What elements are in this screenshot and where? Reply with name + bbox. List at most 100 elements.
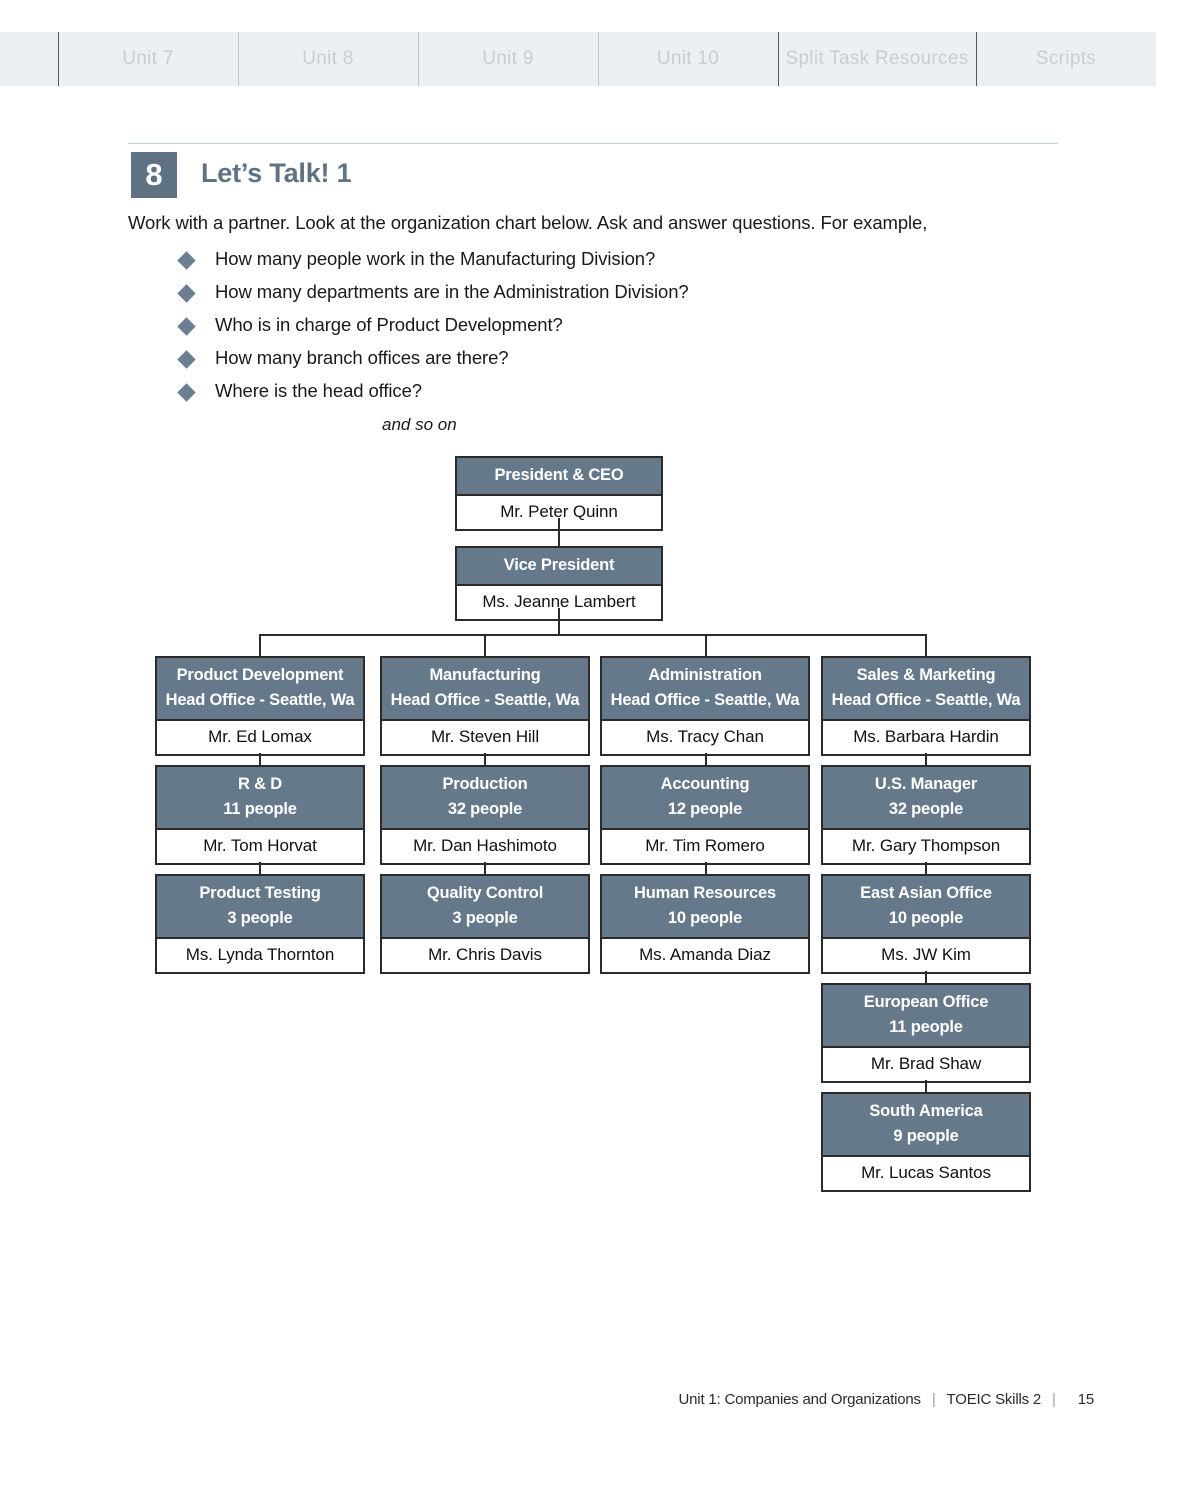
- org-node-european-office-sub: 11 people: [889, 1017, 963, 1036]
- org-node-product-development-title: Product Development: [176, 666, 344, 684]
- section-number-badge: 8: [131, 152, 177, 198]
- connector-administration-accounting: [705, 753, 707, 765]
- org-node-product-testing-title: Product Testing: [199, 884, 321, 902]
- org-node-sales-marketing-header: Sales & Marketing Head Office - Seattle,…: [823, 658, 1029, 721]
- org-node-european-office-name: Mr. Brad Shaw: [823, 1047, 1029, 1081]
- org-node-sales-marketing-name: Ms. Barbara Hardin: [823, 720, 1029, 754]
- org-node-rnd-header: R & D 11 people: [157, 767, 363, 830]
- org-node-accounting-header: Accounting 12 people: [602, 767, 808, 830]
- list-item-label: Who is in charge of Product Development?: [215, 314, 563, 335]
- tab-divider-icon: [976, 32, 977, 86]
- org-node-accounting-name: Mr. Tim Romero: [602, 829, 808, 863]
- org-node-south-america-title: South America: [869, 1102, 983, 1120]
- org-node-european-office-title: European Office: [863, 993, 989, 1011]
- page-footer: Unit 1: Companies and Organizations | TO…: [679, 1391, 1095, 1408]
- list-item-label: How many branch offices are there?: [215, 347, 509, 368]
- tab-scripts[interactable]: Scripts: [976, 32, 1156, 86]
- org-node-rnd-title: R & D: [238, 775, 282, 793]
- org-node-human-resources-sub: 10 people: [667, 908, 743, 927]
- org-node-us-manager-header: U.S. Manager 32 people: [823, 767, 1029, 830]
- footer-page-number: 15: [1077, 1391, 1095, 1408]
- org-node-south-america: South America 9 people Mr. Lucas Santos: [821, 1092, 1031, 1192]
- org-node-rnd-sub: 11 people: [223, 799, 297, 818]
- tab-unit-8-label: Unit 8: [302, 48, 354, 69]
- org-node-human-resources: Human Resources 10 people Ms. Amanda Dia…: [600, 874, 810, 974]
- org-node-quality-control-title: Quality Control: [426, 884, 544, 902]
- tab-divider-icon: [58, 32, 59, 86]
- org-node-manufacturing-name: Mr. Steven Hill: [382, 720, 588, 754]
- tab-divider-icon: [778, 32, 779, 86]
- top-tab-bar: Unit 7 Unit 8 Unit 9 Unit 10 Split Task …: [0, 32, 1156, 86]
- org-node-administration-title: Administration: [648, 666, 762, 684]
- footer-book-label: TOEIC Skills 2: [946, 1391, 1042, 1408]
- example-questions-list: How many people work in the Manufacturin…: [177, 248, 940, 413]
- org-node-rnd: R & D 11 people Mr. Tom Horvat: [155, 765, 365, 865]
- list-item: Who is in charge of Product Development?: [177, 314, 940, 347]
- list-item: How many people work in the Manufacturin…: [177, 248, 940, 281]
- org-node-product-testing: Product Testing 3 people Ms. Lynda Thorn…: [155, 874, 365, 974]
- connector-division-bus: [259, 634, 927, 636]
- org-node-administration: Administration Head Office - Seattle, Wa…: [600, 656, 810, 756]
- org-node-european-office: European Office 11 people Mr. Brad Shaw: [821, 983, 1031, 1083]
- footer-separator-icon: |: [931, 1391, 936, 1408]
- org-node-us-manager-title: U.S. Manager: [874, 775, 978, 793]
- tab-unit-8[interactable]: Unit 8: [238, 32, 418, 86]
- org-node-east-asian-office-sub: 10 people: [888, 908, 964, 927]
- org-node-production: Production 32 people Mr. Dan Hashimoto: [380, 765, 590, 865]
- org-node-product-testing-header: Product Testing 3 people: [157, 876, 363, 939]
- tab-split-task-resources-label: Split Task Resources: [785, 48, 969, 69]
- diamond-bullet-icon: [177, 284, 196, 303]
- connector-production-quality-control: [484, 862, 486, 874]
- and-so-on-note: and so on: [382, 415, 457, 434]
- org-node-manufacturing: Manufacturing Head Office - Seattle, Wa …: [380, 656, 590, 756]
- org-node-east-asian-office-name: Ms. JW Kim: [823, 938, 1029, 972]
- org-node-east-asian-office-header: East Asian Office 10 people: [823, 876, 1029, 939]
- connector-european-south-america: [925, 1080, 927, 1092]
- list-item: How many departments are in the Administ…: [177, 281, 940, 314]
- org-node-vice-president: Vice President Ms. Jeanne Lambert: [455, 546, 663, 621]
- org-node-production-title: Production: [442, 775, 528, 793]
- tab-unit-10[interactable]: Unit 10: [598, 32, 778, 86]
- connector-bus-to-administration: [705, 634, 707, 658]
- org-node-manufacturing-title: Manufacturing: [429, 666, 541, 684]
- org-node-us-manager-name: Mr. Gary Thompson: [823, 829, 1029, 863]
- tab-unit-9[interactable]: Unit 9: [418, 32, 598, 86]
- org-node-sales-marketing: Sales & Marketing Head Office - Seattle,…: [821, 656, 1031, 756]
- diamond-bullet-icon: [177, 317, 196, 336]
- connector-bus-to-manufacturing: [484, 634, 486, 658]
- tab-divider-icon: [598, 32, 599, 86]
- org-node-product-development-header: Product Development Head Office - Seattl…: [157, 658, 363, 721]
- list-item: Where is the head office?: [177, 380, 940, 413]
- org-node-administration-name: Ms. Tracy Chan: [602, 720, 808, 754]
- connector-us-manager-east-asian-office: [925, 862, 927, 874]
- page-title: Let’s Talk! 1: [201, 158, 352, 188]
- list-item: How many branch offices are there?: [177, 347, 940, 380]
- tab-unit-7[interactable]: Unit 7: [58, 32, 238, 86]
- org-node-product-development-name: Mr. Ed Lomax: [157, 720, 363, 754]
- tab-split-task-resources[interactable]: Split Task Resources: [778, 32, 976, 86]
- org-node-production-header: Production 32 people: [382, 767, 588, 830]
- org-node-east-asian-office: East Asian Office 10 people Ms. JW Kim: [821, 874, 1031, 974]
- org-node-product-development: Product Development Head Office - Seattl…: [155, 656, 365, 756]
- org-node-accounting: Accounting 12 people Mr. Tim Romero: [600, 765, 810, 865]
- org-node-quality-control: Quality Control 3 people Mr. Chris Davis: [380, 874, 590, 974]
- list-item-label: Where is the head office?: [215, 380, 422, 401]
- org-node-rnd-name: Mr. Tom Horvat: [157, 829, 363, 863]
- org-node-production-name: Mr. Dan Hashimoto: [382, 829, 588, 863]
- connector-bus-to-sales-marketing: [925, 634, 927, 658]
- tab-scripts-label: Scripts: [1035, 48, 1097, 69]
- org-node-human-resources-header: Human Resources 10 people: [602, 876, 808, 939]
- footer-separator-icon: |: [1052, 1391, 1056, 1408]
- org-node-production-sub: 32 people: [447, 799, 523, 818]
- org-node-vice-president-title: Vice President: [457, 548, 661, 586]
- org-node-manufacturing-sub: Head Office - Seattle, Wa: [390, 690, 580, 709]
- org-node-product-testing-sub: 3 people: [227, 908, 293, 927]
- connector-rnd-product-testing: [259, 862, 261, 874]
- list-item-label: How many departments are in the Administ…: [215, 281, 689, 302]
- org-node-sales-marketing-title: Sales & Marketing: [856, 666, 996, 684]
- tab-unit-7-label: Unit 7: [122, 48, 174, 69]
- diamond-bullet-icon: [177, 350, 196, 369]
- connector-product-development-rnd: [259, 753, 261, 765]
- org-node-vice-president-name: Ms. Jeanne Lambert: [457, 585, 661, 619]
